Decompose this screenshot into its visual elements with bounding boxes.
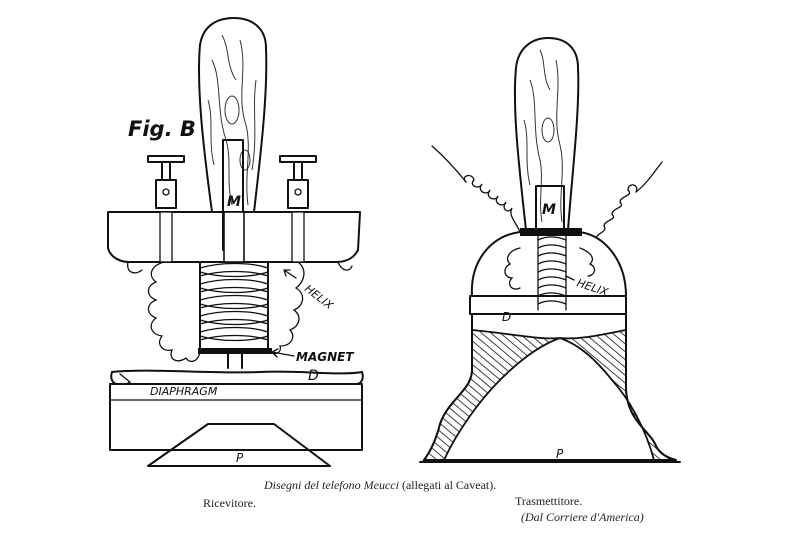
transmitter-label-p: P: [556, 447, 564, 461]
receiver-cap: [107, 211, 361, 274]
receiver-label-m: M: [227, 194, 241, 210]
receiver-label-magnet: MAGNET: [296, 350, 354, 364]
receiver-label-diaphragm: DIAPHRAGM: [150, 385, 218, 398]
caption-title: Disegni del telefono Meucci (allegati al…: [264, 478, 496, 493]
receiver-label-p: P: [236, 451, 244, 465]
caption-transmitter: Trasmettitore.: [515, 494, 583, 508]
transmitter-handle: M: [513, 37, 580, 231]
transmitter-label-m: M: [542, 202, 556, 218]
receiver-binding-posts: [147, 155, 317, 209]
transmitter-dome: [470, 228, 627, 311]
receiver-wires: [147, 261, 305, 363]
caption-receiver: Ricevitore.: [203, 496, 256, 510]
receiver-label-d: D: [308, 368, 319, 384]
receiver-drawing: Fig. B M: [107, 17, 364, 467]
caption-title-plain: (allegati al Caveat).: [401, 478, 497, 492]
receiver-helix-coil: [198, 261, 272, 369]
receiver-body: [109, 369, 364, 467]
transmitter-wires: [431, 145, 663, 290]
transmitter-drawing: M HELIX D P: [419, 37, 681, 463]
fig-label: Fig. B: [128, 117, 196, 141]
receiver-label-helix: HELIX: [302, 282, 336, 312]
transmitter-body: D: [419, 295, 681, 463]
caption-title-italic: Disegni del telefono Meucci: [264, 478, 399, 492]
caption-source: (Dal Corriere d'America): [521, 510, 644, 524]
transmitter-label-d: D: [502, 310, 511, 324]
